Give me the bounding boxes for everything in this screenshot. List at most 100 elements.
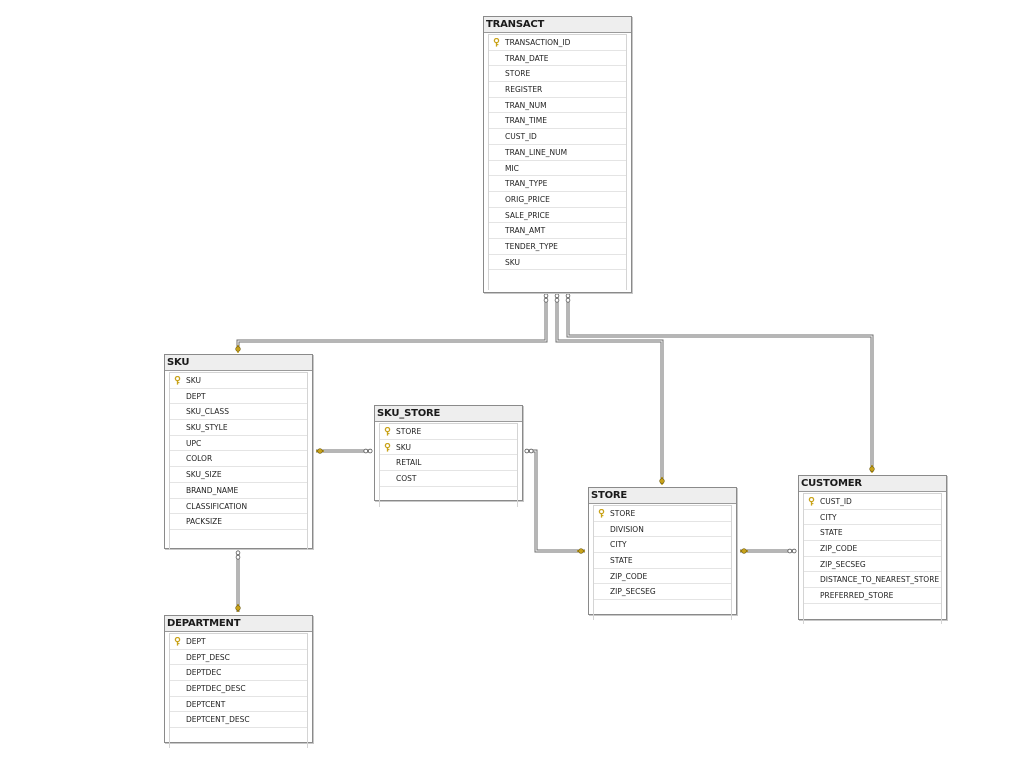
column-row[interactable]: UPC [170, 436, 307, 452]
column-row[interactable]: TRAN_NUM [489, 98, 626, 114]
rel-transact-customer-key-end [869, 465, 875, 473]
column-row[interactable]: SKU_SIZE [170, 467, 307, 483]
table-title-sku-store: SKU_STORE [375, 406, 522, 422]
table-title-sku: SKU [165, 355, 312, 371]
column-row[interactable]: TRANSACTION_ID [489, 35, 626, 51]
primary-key-icon [493, 38, 500, 47]
column-name: SKU [186, 376, 201, 385]
rel-sku-department-many-end [235, 550, 241, 560]
column-row[interactable]: CITY [594, 537, 731, 554]
column-row[interactable]: TRAN_DATE [489, 51, 626, 67]
column-row[interactable]: REGISTER [489, 82, 626, 98]
rel-transact-store-key-end [659, 477, 665, 485]
column-name: REGISTER [505, 85, 543, 95]
column-row[interactable]: SKU_STYLE [170, 420, 307, 436]
primary-key-icon [598, 509, 605, 518]
column-row[interactable]: COLOR [170, 451, 307, 468]
column-name: SKU_STYLE [186, 423, 228, 433]
column-row[interactable]: STATE [804, 525, 941, 542]
column-row[interactable]: SKU [380, 440, 517, 456]
column-row[interactable]: DEPTDEC [170, 665, 307, 682]
column-row[interactable]: SKU [489, 255, 626, 271]
column-row[interactable]: DEPTCENT_DESC [170, 712, 307, 729]
column-name: CUST_ID [505, 132, 537, 142]
column-row[interactable]: DEPTCENT [170, 697, 307, 713]
rel-transact-customer-many-end [565, 293, 571, 303]
rel-skustore-store [526, 449, 585, 553]
empty-row [170, 728, 307, 748]
table-sku-store[interactable]: SKU_STORE STORE SKU RETAIL COST [374, 405, 523, 507]
primary-key-icon [384, 442, 391, 452]
column-name: STORE [396, 427, 422, 436]
column-row[interactable]: SKU [170, 373, 307, 389]
rel-transact-customer [566, 296, 874, 472]
field-list: STORE SKU RETAIL COST [379, 423, 518, 507]
column-row[interactable]: PACKSIZE [170, 514, 307, 530]
column-row[interactable]: BRAND_NAME [170, 483, 307, 499]
column-name: TRAN_NUM [505, 100, 547, 110]
column-row[interactable]: ORIG_PRICE [489, 192, 626, 208]
field-list: STORE DIVISION CITY STATE ZIP_CODE ZIP_SECSEG [593, 505, 732, 621]
column-name: DEPTCENT_DESC [186, 715, 250, 725]
column-name: STORE [505, 69, 531, 79]
column-row[interactable]: ZIP_SECSEG [804, 557, 941, 573]
rel-customer-store-many-end [787, 548, 797, 554]
column-row[interactable]: DEPT_DESC [170, 650, 307, 666]
column-row[interactable]: ZIP_SECSEG [594, 584, 731, 601]
column-name: RETAIL [396, 458, 422, 468]
rel-transact-store-many-end [554, 293, 560, 303]
column-row[interactable]: TENDER_TYPE [489, 239, 626, 255]
column-name: DEPT [186, 391, 206, 401]
empty-row [804, 604, 941, 624]
column-row[interactable]: DEPTDEC_DESC [170, 681, 307, 697]
column-name: DEPTDEC [186, 668, 222, 678]
column-row[interactable]: STORE [489, 66, 626, 83]
column-row[interactable]: DEPT [170, 634, 307, 650]
column-row[interactable]: STATE [594, 553, 731, 569]
table-title-department: DEPARTMENT [165, 616, 312, 632]
column-row[interactable]: DIVISION [594, 522, 731, 538]
column-name: SKU [396, 442, 411, 452]
column-row[interactable]: TRAN_AMT [489, 223, 626, 239]
column-row[interactable]: CLASSIFICATION [170, 499, 307, 515]
column-row[interactable]: TRAN_LINE_NUM [489, 145, 626, 161]
column-row[interactable]: DISTANCE_TO_NEAREST_STORE [804, 572, 941, 589]
column-row[interactable]: SALE_PRICE [489, 208, 626, 224]
column-row[interactable]: PREFERRED_STORE [804, 588, 941, 604]
column-row[interactable]: CUST_ID [489, 129, 626, 145]
column-name: PREFERRED_STORE [820, 591, 894, 601]
column-row[interactable]: MIC [489, 161, 626, 177]
primary-key-icon [174, 376, 181, 385]
column-row[interactable]: ZIP_CODE [594, 569, 731, 585]
column-row[interactable]: DEPT [170, 389, 307, 405]
column-name: DISTANCE_TO_NEAREST_STORE [820, 575, 940, 585]
column-name: TENDER_TYPE [505, 241, 558, 251]
column-row[interactable]: COST [380, 471, 517, 487]
column-row[interactable]: SKU_CLASS [170, 404, 307, 421]
column-row[interactable]: RETAIL [380, 455, 517, 472]
column-name: TRAN_TIME [505, 116, 547, 126]
column-row[interactable]: STORE [594, 506, 731, 522]
rel-skustore-store-key-end [577, 548, 585, 554]
column-name: DIVISION [610, 524, 644, 534]
column-row[interactable]: CUST_ID [804, 494, 941, 510]
rel-skustore-store-many-end [524, 448, 534, 454]
column-row[interactable]: ZIP_CODE [804, 541, 941, 557]
column-name: ZIP_CODE [610, 571, 648, 581]
column-name: ORIG_PRICE [505, 194, 550, 204]
column-name: CITY [610, 540, 627, 550]
column-name: SALE_PRICE [505, 210, 550, 220]
column-row[interactable]: CITY [804, 510, 941, 526]
column-row[interactable]: STORE [380, 424, 517, 440]
column-row[interactable]: TRAN_TIME [489, 113, 626, 130]
column-row[interactable]: TRAN_TYPE [489, 176, 626, 192]
